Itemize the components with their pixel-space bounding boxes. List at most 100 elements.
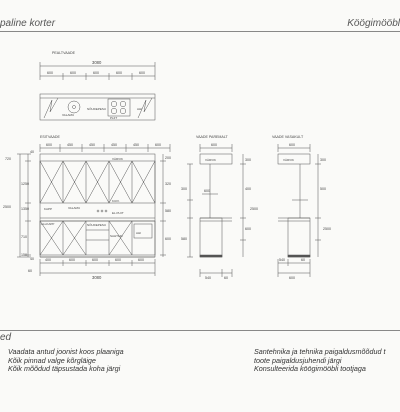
- plan-label-sink: VALAMU: [62, 113, 74, 117]
- side-r-bottom-2: 60: [224, 276, 228, 280]
- front-bottom-dim-5: 600: [138, 258, 144, 262]
- side-r-dim-3: 600: [245, 227, 251, 231]
- front-bottom-dim-1: 400: [45, 258, 51, 262]
- notes-left: Vaadata antud joonist koos plaaniga Kõik…: [8, 347, 124, 374]
- side-r-mid: 600: [204, 189, 210, 193]
- front-top-dim-1: 600: [46, 143, 52, 147]
- notes-right: Santehnika ja tehnika paigaldusmõõdud t …: [254, 347, 386, 374]
- side-l-top-dim: 600: [289, 143, 295, 147]
- side-r-label: VÄRVIK: [205, 158, 216, 162]
- side-r-base-cabinet: [199, 217, 223, 258]
- front-left-dim-4: 710: [21, 235, 27, 239]
- front-label-dryer: KUIV.: [112, 199, 120, 203]
- plan-seg-5: 600: [139, 71, 145, 75]
- front-left-dim-3: 1350: [21, 207, 29, 211]
- front-right-dim-3: 580: [165, 209, 171, 213]
- plan-label-stove: PLIIT: [110, 116, 117, 120]
- burner-1: [110, 100, 118, 108]
- front-label-hood: VÄRVIK: [112, 157, 123, 161]
- side-l-label: VÄRVIK: [283, 158, 294, 162]
- plan-seg-1: 600: [47, 71, 53, 75]
- side-r-dim-2: 400: [245, 187, 251, 191]
- side-l-bottom-1: 540: [279, 258, 285, 262]
- side-l-upper-box: [277, 153, 311, 165]
- side-l-base-cabinet: [287, 217, 311, 258]
- header-rule: [0, 31, 400, 32]
- front-overall-dim: 3080: [92, 275, 102, 280]
- notes-rule: [0, 330, 400, 331]
- side-l-dim-1: 300: [320, 158, 326, 162]
- front-top-dim-3: 450: [89, 143, 95, 147]
- front-right-dim-1: 200: [165, 156, 171, 160]
- front-top-dim-6: 600: [155, 143, 161, 147]
- note-line: toote paigaldusjuhendi järgi: [254, 355, 342, 365]
- plan-seg-3: 600: [93, 71, 99, 75]
- front-left-dim-5: 150: [21, 253, 27, 257]
- upper-cabinets: [39, 160, 156, 204]
- oven-door: [133, 223, 153, 239]
- side-r-top-dim: 600: [211, 143, 217, 147]
- front-small-2: 40: [30, 257, 34, 261]
- side-l-dim-3: 2500: [323, 227, 331, 231]
- front-top-dim-2: 450: [67, 143, 73, 147]
- front-label-oven: AHI: [136, 231, 141, 235]
- front-label-dishwasher: NÕUDEPESU: [87, 222, 106, 227]
- sink-bowl: [67, 100, 81, 114]
- front-elevation-outline: [39, 153, 156, 258]
- front-label-sink: VALAMU: [68, 206, 80, 210]
- side-r-upper-box: [199, 153, 233, 165]
- front-top-dim-5: 450: [133, 143, 139, 147]
- note-line: Vaadata antud joonist koos plaaniga: [8, 347, 124, 356]
- side-view-left: [277, 144, 321, 277]
- front-bottom-dim-2: 600: [69, 258, 75, 262]
- technical-drawing: PEALTVAADE 3080 600 600 600 600 600 VALA…: [3, 51, 331, 280]
- note-line: Santehnika ja tehnika paigaldusmõõdud t: [254, 347, 386, 356]
- note-line: Kõik pinnad valge kõrgläige: [8, 355, 96, 365]
- base-cabinets: [39, 220, 156, 256]
- front-right-dim-2: 320: [165, 182, 171, 186]
- plan-overall-dim: 3080: [92, 60, 102, 65]
- front-left-dim-2: 1250: [21, 182, 29, 186]
- break-line-2: [137, 97, 153, 119]
- front-label-drawers: SAHTLID: [110, 234, 124, 238]
- front-bottom-dim-4: 600: [115, 258, 121, 262]
- burner-4: [119, 107, 127, 115]
- side-l-dim-2: 500: [320, 187, 326, 191]
- front-label-cabinet: KAPP: [44, 207, 52, 211]
- front-bottom-dim-3: 600: [92, 258, 98, 262]
- plan-seg-2: 600: [70, 71, 76, 75]
- plan-label-oven: AHI: [137, 107, 142, 111]
- break-line-1: [43, 97, 59, 119]
- front-small-1: 40: [30, 150, 34, 154]
- side-r-title: VAADE PAREMALT: [196, 135, 229, 139]
- front-right-dim-4: 600: [165, 237, 171, 241]
- side-r-left-dim-2: 580: [181, 237, 187, 241]
- front-small-3: 60: [28, 269, 32, 273]
- side-r-bottom-1: 540: [205, 276, 211, 280]
- cooktop-outline: [107, 98, 131, 117]
- page-header-right: Köögimööbl: [347, 18, 400, 29]
- note-line: Kõik mõõdud täpsustada koha järgi: [8, 364, 121, 374]
- front-top-dim-4: 450: [111, 143, 117, 147]
- side-view-right: [187, 144, 246, 277]
- front-left-total: 2500: [3, 205, 11, 209]
- front-left-dim-1: 720: [5, 157, 11, 161]
- side-l-bottom-total: 600: [289, 276, 295, 280]
- front-label-base: ALLKAPP: [41, 222, 54, 226]
- side-r-dim-1: 300: [245, 158, 251, 162]
- plan-view: [39, 62, 156, 121]
- side-r-left-dim-1: 300: [181, 187, 187, 191]
- side-l-title: VAADE VASAKULT: [272, 135, 304, 139]
- burner-2: [119, 100, 127, 108]
- plan-countertop: [39, 93, 156, 121]
- notes-section-title: ed: [0, 332, 12, 343]
- front-view-title: ESITVAADE: [40, 135, 61, 139]
- side-l-bottom-2: 60: [301, 258, 305, 262]
- burner-3: [110, 107, 118, 115]
- note-line: Konsulteerida köögimööbli tootjaga: [254, 364, 366, 374]
- plan-seg-4: 600: [116, 71, 122, 75]
- front-view: [17, 144, 171, 276]
- side-r-dim-4: 2500: [250, 207, 258, 211]
- page-header-left: paline korter: [0, 18, 56, 29]
- plan-label-dishwasher: NÕUDEPESU: [87, 106, 106, 111]
